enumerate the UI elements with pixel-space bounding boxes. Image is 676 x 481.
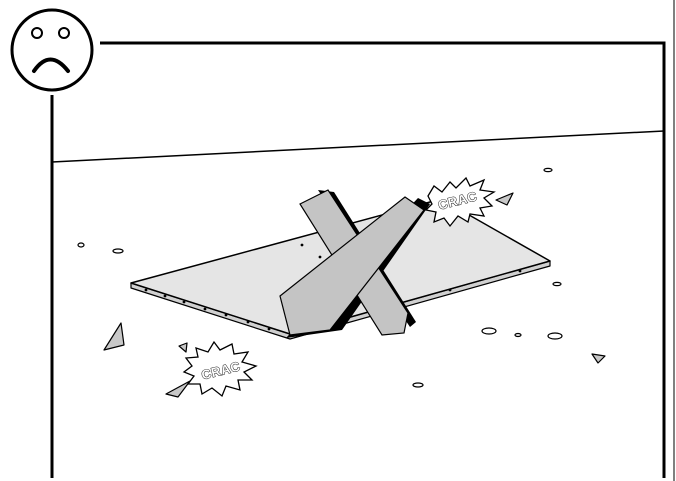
debris-shards: [103, 192, 606, 398]
sad-face-icon: [10, 8, 94, 92]
sad-face-right-eye: [58, 27, 70, 39]
x-mark-strokes: [279, 189, 425, 336]
crac-callout-left: CRAC: [182, 340, 258, 398]
sad-face-mouth: [32, 57, 70, 73]
frame-top-line: [100, 41, 666, 478]
crac-burst-left: [182, 340, 258, 398]
x-mark-icon: [279, 189, 430, 338]
crac-burst-right: [424, 176, 496, 228]
floor-horizon-line: [51, 130, 665, 163]
crac-callout-right: CRAC: [424, 176, 496, 228]
debris-dots: [77, 167, 563, 388]
frame: [50, 41, 666, 478]
sad-face-left-eye: [31, 27, 43, 39]
